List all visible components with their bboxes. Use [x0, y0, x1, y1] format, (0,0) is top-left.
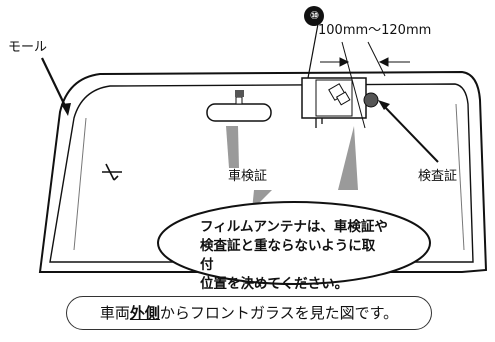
caption-suffix: からフロントガラスを見た図です。	[159, 304, 399, 322]
shaken-sticker-mark	[235, 90, 244, 97]
kensa-pointer-line	[381, 103, 439, 163]
antenna-symbol	[102, 163, 122, 181]
callout-line: 検査証と重ならないように取付	[200, 238, 376, 273]
glass-edge-hint	[455, 103, 465, 251]
kensa-sticker	[363, 92, 379, 108]
kensa-label: 検査証	[418, 169, 458, 184]
rearview-mirror	[206, 103, 272, 122]
caption-box	[66, 296, 432, 330]
callout-pointer-right	[338, 126, 358, 190]
distance-dimension	[320, 41, 410, 129]
mold-label: モール	[8, 40, 48, 55]
kensa-pointer-arrowhead	[378, 100, 390, 110]
callout-bubble	[157, 201, 431, 285]
step-number-badge: ⑩	[304, 6, 324, 26]
mold-pointer-arrowhead	[61, 103, 71, 116]
caption-prefix: 車両	[99, 304, 130, 322]
step-number-leader	[307, 23, 319, 79]
mold-pointer-line	[41, 57, 69, 113]
mirror-stem	[235, 96, 243, 105]
callout-text: フィルムアンテナは、車検証や 検査証と重ならないように取付 位置を決めてください…	[200, 218, 388, 294]
callout-line: フィルムアンテナは、車検証や	[200, 219, 388, 235]
shaken-label: 車検証	[228, 169, 268, 184]
distance-label: 100mm〜120mm	[318, 23, 432, 38]
caption: 車両外側からフロントガラスを見た図です。	[66, 302, 432, 323]
callout-line: 位置を決めてください。	[200, 276, 349, 292]
glass-edge-hint	[73, 117, 87, 251]
shaken-pointer	[226, 126, 239, 168]
caption-emphasis: 外側	[129, 304, 160, 322]
